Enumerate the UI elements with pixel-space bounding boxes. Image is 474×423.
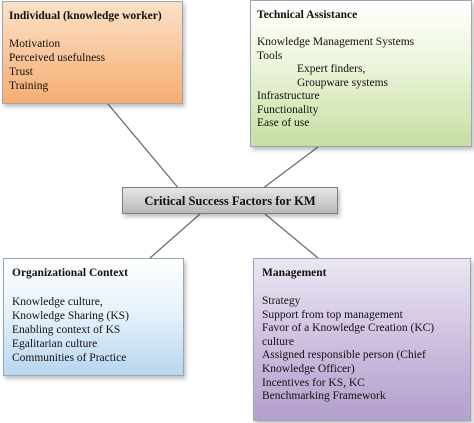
management-item: Benchmarking Framework (262, 390, 386, 403)
organizational-item: Knowledge culture, (12, 296, 103, 308)
technical-item: Infrastructure (257, 90, 320, 102)
management-item: culture (262, 335, 294, 348)
organizational-item: Communities of Practice (12, 352, 127, 364)
organizational-box: Organizational Context Knowledge culture… (3, 258, 184, 376)
management-item: Favor of a Knowledge Creation (KC) (262, 322, 435, 335)
technical-item: Expert finders, (297, 63, 366, 75)
management-title: Management (262, 267, 327, 279)
technical-item: Ease of use (257, 117, 310, 129)
organizational-item: Knowledge Sharing (KS) (12, 310, 129, 322)
management-item: Knowledge Officer) (262, 362, 355, 375)
individual-item: Motivation (9, 38, 61, 50)
management-item: Support from top management (262, 308, 403, 321)
connector-technical (261, 146, 319, 190)
technical-item: Tools (257, 49, 283, 62)
connector-individual (107, 103, 181, 191)
management-item: Assigned responsible person (Chief (262, 349, 426, 362)
management-item: Strategy (262, 295, 301, 307)
technical-title: Technical Assistance (257, 9, 358, 21)
center-box: Critical Success Factors for KM (122, 187, 338, 214)
technical-box: Technical Assistance Knowledge Managemen… (250, 0, 472, 147)
connector-organizational (149, 213, 201, 259)
individual-title: Individual (knowledge worker) (9, 10, 162, 22)
organizational-item: Enabling context of KS (12, 324, 121, 336)
organizational-title: Organizational Context (12, 267, 128, 279)
technical-item: Knowledge Management Systems (257, 36, 415, 48)
technical-item: Functionality (257, 103, 319, 116)
management-item: Incentives for KS, KC (262, 376, 365, 389)
connector-management (264, 213, 319, 259)
individual-item: Trust (9, 66, 33, 78)
management-box: Management Strategy Support from top man… (253, 258, 471, 421)
individual-item: Perceived usefulness (9, 52, 106, 64)
organizational-item: Egalitarian culture (12, 338, 98, 350)
individual-box: Individual (knowledge worker) Motivation… (2, 1, 183, 104)
technical-item: Groupware systems (297, 76, 389, 89)
individual-item: Training (9, 80, 49, 92)
